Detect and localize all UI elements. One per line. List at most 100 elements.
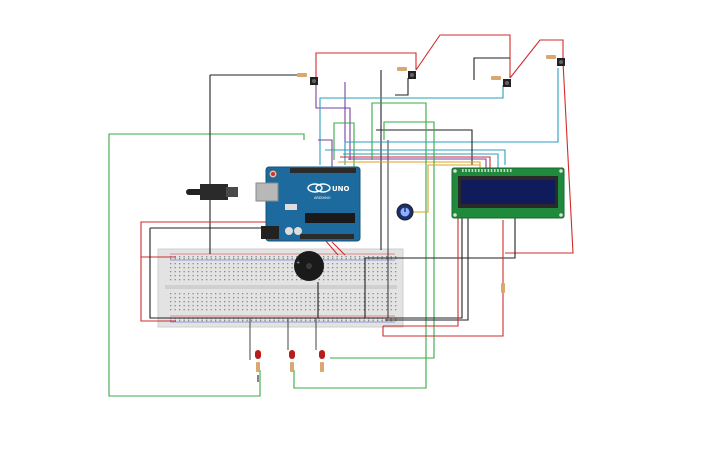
resistor bbox=[256, 362, 260, 372]
breadboard-hole bbox=[300, 318, 302, 320]
breadboard-hole bbox=[219, 267, 221, 269]
breadboard-hole bbox=[251, 297, 253, 299]
breadboard-hole bbox=[377, 297, 379, 299]
piezo-buzzer[interactable]: + bbox=[294, 251, 324, 281]
wire-red bbox=[509, 39, 564, 79]
breadboard-hole bbox=[170, 279, 172, 281]
breadboard-hole bbox=[345, 263, 347, 265]
push-button-2[interactable] bbox=[408, 71, 416, 79]
breadboard-hole bbox=[251, 263, 253, 265]
breadboard-hole bbox=[354, 293, 356, 295]
breadboard-hole bbox=[300, 320, 302, 322]
breadboard-hole bbox=[314, 293, 316, 295]
breadboard-hole bbox=[197, 267, 199, 269]
breadboard-hole bbox=[242, 297, 244, 299]
breadboard-hole bbox=[386, 318, 388, 320]
breadboard-hole bbox=[237, 279, 239, 281]
breadboard-hole bbox=[359, 320, 361, 322]
breadboard-hole bbox=[287, 271, 289, 273]
breadboard-hole bbox=[264, 318, 266, 320]
breadboard-hole bbox=[233, 318, 235, 320]
breadboard-hole bbox=[188, 297, 190, 299]
breadboard-hole bbox=[228, 318, 230, 320]
breadboard-hole bbox=[215, 293, 217, 295]
breadboard-hole bbox=[363, 305, 365, 307]
breadboard-hole bbox=[246, 297, 248, 299]
breadboard-hole bbox=[170, 318, 172, 320]
breadboard-hole bbox=[287, 275, 289, 277]
breadboard[interactable] bbox=[157, 248, 404, 328]
breadboard-hole bbox=[179, 275, 181, 277]
breadboard-hole bbox=[192, 301, 194, 303]
wire-blue bbox=[343, 153, 499, 168]
lcd-pin bbox=[490, 169, 493, 172]
breadboard-hole bbox=[314, 309, 316, 311]
breadboard-hole bbox=[255, 256, 257, 258]
breadboard-hole bbox=[282, 305, 284, 307]
breadboard-hole bbox=[179, 309, 181, 311]
lcd-pin bbox=[503, 169, 506, 172]
breadboard-hole bbox=[233, 256, 235, 258]
breadboard-hole bbox=[219, 258, 221, 260]
push-button-3[interactable] bbox=[503, 79, 511, 87]
push-button-1[interactable] bbox=[310, 77, 318, 85]
lcd-pin bbox=[506, 169, 509, 172]
breadboard-hole bbox=[287, 279, 289, 281]
breadboard-hole bbox=[264, 256, 266, 258]
breadboard-hole bbox=[260, 297, 262, 299]
breadboard-hole bbox=[395, 293, 397, 295]
breadboard-hole bbox=[395, 301, 397, 303]
lcd-16x2[interactable] bbox=[451, 167, 565, 219]
breadboard-hole bbox=[282, 275, 284, 277]
breadboard-hole bbox=[219, 318, 221, 320]
breadboard-hole bbox=[197, 297, 199, 299]
breadboard-hole bbox=[233, 293, 235, 295]
breadboard-hole bbox=[251, 256, 253, 258]
breadboard-hole bbox=[336, 263, 338, 265]
led-3[interactable] bbox=[319, 350, 325, 359]
breadboard-hole bbox=[215, 263, 217, 265]
breadboard-hole bbox=[273, 258, 275, 260]
breadboard-hole bbox=[332, 275, 334, 277]
breadboard-hole bbox=[354, 258, 356, 260]
breadboard-hole bbox=[228, 275, 230, 277]
breadboard-hole bbox=[242, 263, 244, 265]
breadboard-hole bbox=[246, 279, 248, 281]
breadboard-hole bbox=[246, 263, 248, 265]
breadboard-hole bbox=[264, 309, 266, 311]
breadboard-hole bbox=[192, 279, 194, 281]
breadboard-hole bbox=[183, 267, 185, 269]
breadboard-hole bbox=[363, 263, 365, 265]
breadboard-hole bbox=[350, 297, 352, 299]
wire-black bbox=[376, 129, 473, 165]
breadboard-hole bbox=[179, 297, 181, 299]
breadboard-hole bbox=[390, 297, 392, 299]
breadboard-hole bbox=[332, 263, 334, 265]
led-2[interactable] bbox=[289, 350, 295, 359]
led-1[interactable] bbox=[255, 350, 261, 359]
breadboard-hole bbox=[192, 256, 194, 258]
breadboard-hole bbox=[314, 297, 316, 299]
push-button-4[interactable] bbox=[557, 58, 565, 66]
breadboard-hole bbox=[291, 258, 293, 260]
breadboard-hole bbox=[282, 297, 284, 299]
breadboard-hole bbox=[188, 279, 190, 281]
breadboard-hole bbox=[336, 267, 338, 269]
potentiometer[interactable] bbox=[396, 203, 414, 221]
breadboard-hole bbox=[332, 279, 334, 281]
breadboard-hole bbox=[201, 258, 203, 260]
breadboard-hole bbox=[390, 301, 392, 303]
breadboard-hole bbox=[183, 297, 185, 299]
breadboard-hole bbox=[237, 263, 239, 265]
breadboard-hole bbox=[390, 305, 392, 307]
breadboard-hole bbox=[179, 279, 181, 281]
breadboard-hole bbox=[192, 275, 194, 277]
breadboard-hole bbox=[219, 309, 221, 311]
breadboard-hole bbox=[350, 263, 352, 265]
breadboard-hole bbox=[278, 258, 280, 260]
arduino-uno[interactable]: UNO ARDUINO bbox=[186, 166, 361, 242]
breadboard-hole bbox=[278, 305, 280, 307]
breadboard-hole bbox=[260, 267, 262, 269]
breadboard-hole bbox=[188, 309, 190, 311]
breadboard-hole bbox=[188, 267, 190, 269]
